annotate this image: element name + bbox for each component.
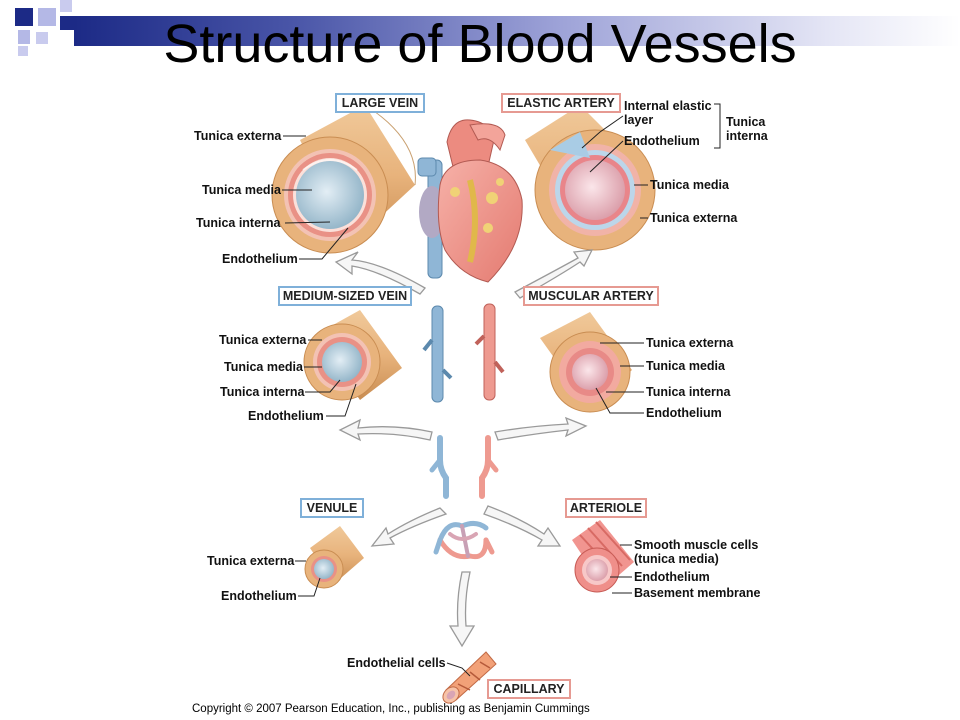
venule-illustration: [304, 526, 364, 589]
small-artery-branch: [479, 435, 499, 499]
large-vein-name-box: LARGE VEIN: [335, 93, 425, 113]
svg-text:Tunica media: Tunica media: [224, 360, 304, 374]
svg-text:Endothelium: Endothelium: [222, 252, 298, 266]
corner-square-navy-2: [60, 16, 74, 30]
muscular-artery-segment: [474, 303, 505, 401]
svg-text:Tunica media: Tunica media: [202, 183, 282, 197]
svg-text:Tunica externa: Tunica externa: [646, 336, 734, 350]
corner-square-lavender-4: [36, 32, 48, 44]
venule-name-box: VENULE: [300, 498, 364, 518]
svg-text:MEDIUM-SIZED VEIN: MEDIUM-SIZED VEIN: [283, 289, 407, 303]
svg-text:Endothelium: Endothelium: [646, 406, 722, 420]
svg-text:Tunica externa: Tunica externa: [207, 554, 295, 568]
svg-text:Tunica interna: Tunica interna: [646, 385, 732, 399]
medium-vein-illustration: [303, 310, 402, 401]
svg-text:CAPILLARY: CAPILLARY: [493, 682, 565, 696]
svg-text:Tunica media: Tunica media: [650, 178, 730, 192]
title-bar-gradient: [74, 16, 960, 46]
svg-text:ELASTIC ARTERY: ELASTIC ARTERY: [507, 96, 615, 110]
svg-text:Endothelium: Endothelium: [624, 134, 700, 148]
svg-text:Tunica externa: Tunica externa: [650, 211, 738, 225]
svg-text:LARGE VEIN: LARGE VEIN: [342, 96, 418, 110]
arteriole-illustration: [572, 520, 634, 593]
svg-text:Tunica interna: Tunica interna: [220, 385, 306, 399]
corner-square-lavender-3: [18, 30, 30, 44]
corner-square-lavender-5: [18, 46, 28, 56]
svg-text:Tunica media: Tunica media: [646, 359, 726, 373]
svg-text:Internal elastic: Internal elastic: [624, 99, 712, 113]
medium-vein-segment: [422, 305, 453, 403]
copyright-notice: Copyright © 2007 Pearson Education, Inc.…: [192, 703, 590, 715]
capillary-bed: [433, 520, 495, 560]
svg-text:ARTERIOLE: ARTERIOLE: [570, 501, 642, 515]
svg-text:layer: layer: [624, 113, 653, 127]
corner-square-lavender-1: [38, 8, 56, 26]
arrow-to-muscular-artery: [494, 416, 588, 441]
large-vein-illustration: [271, 104, 416, 254]
capillary-illustration: [442, 651, 497, 704]
svg-text:MUSCULAR ARTERY: MUSCULAR ARTERY: [528, 289, 654, 303]
svg-text:Tunica externa: Tunica externa: [219, 333, 307, 347]
arrow-to-capillary: [448, 571, 476, 648]
svg-text:Tunica externa: Tunica externa: [194, 129, 282, 143]
arrow-to-venule: [370, 507, 448, 547]
arteriole-name-box: ARTERIOLE: [565, 498, 647, 518]
svg-text:VENULE: VENULE: [307, 501, 358, 515]
svg-text:Endothelial cells: Endothelial cells: [347, 656, 446, 670]
muscular-artery-illustration: [540, 312, 632, 413]
heart-illustration: [417, 119, 523, 283]
capillary-name-box: CAPILLARY: [487, 679, 571, 699]
slide-title: Structure of Blood Vessels: [163, 14, 797, 74]
arrow-to-arteriole: [483, 505, 562, 547]
medium-vein-name-box: MEDIUM-SIZED VEIN: [278, 286, 412, 306]
svg-text:Smooth muscle cells: Smooth muscle cells: [634, 538, 758, 552]
svg-text:Endothelium: Endothelium: [634, 570, 710, 584]
small-vein-branch: [429, 435, 449, 499]
svg-text:interna: interna: [726, 129, 769, 143]
svg-text:Basement membrane: Basement membrane: [634, 586, 760, 600]
svg-text:Tunica: Tunica: [726, 115, 766, 129]
muscular-artery-name-box: MUSCULAR ARTERY: [523, 286, 659, 306]
svg-text:Endothelium: Endothelium: [248, 409, 324, 423]
arrow-to-large-vein: [334, 251, 426, 295]
elastic-artery-name-box: ELASTIC ARTERY: [501, 93, 621, 113]
svg-text:(tunica media): (tunica media): [634, 552, 719, 566]
arrow-to-medium-vein: [338, 418, 433, 442]
svg-text:Tunica interna: Tunica interna: [196, 216, 282, 230]
corner-square-navy-1: [15, 8, 33, 26]
corner-square-lavender-2: [60, 0, 72, 12]
elastic-artery-illustration: [525, 105, 656, 251]
svg-text:Endothelium: Endothelium: [221, 589, 297, 603]
